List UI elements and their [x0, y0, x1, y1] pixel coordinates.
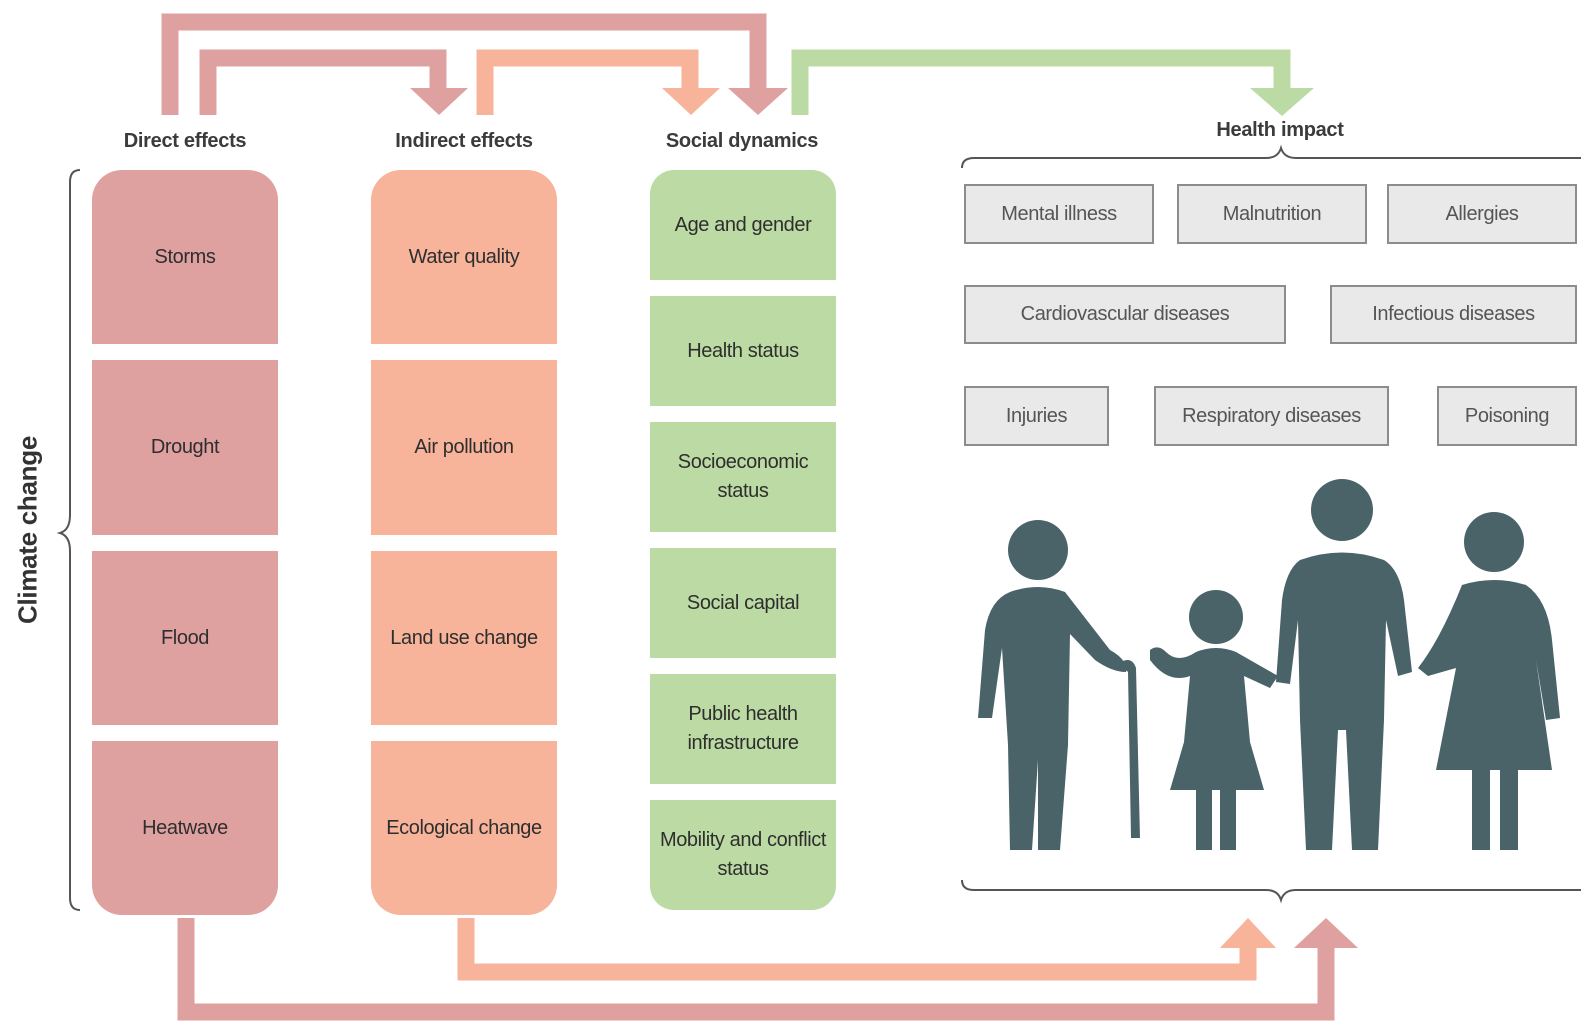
elderly-person-figure — [978, 520, 1127, 850]
social-dynamics-title: Social dynamics — [665, 130, 819, 152]
direct-effect-item: Storms — [92, 170, 278, 344]
arrow-direct-to-indirect — [199, 49, 447, 115]
climate-brace — [56, 169, 81, 911]
social-dynamic-item: Public health infrastructure — [650, 674, 836, 784]
child-figure — [1150, 590, 1278, 850]
health-impact-title: Health impact — [1216, 119, 1344, 141]
adult-woman-figure — [1418, 512, 1560, 850]
health-impact-box: Injuries — [964, 386, 1109, 446]
walking-cane-icon — [1121, 660, 1140, 838]
health-impact-box: Respiratory diseases — [1154, 386, 1389, 446]
indirect-effects-column: Water quality Air pollution Land use cha… — [371, 170, 557, 915]
indirect-effect-item: Water quality — [371, 170, 557, 344]
arrow-indirect-to-health — [457, 918, 1257, 981]
indirect-effects-title: Indirect effects — [395, 130, 533, 152]
health-impact-box: Mental illness — [964, 184, 1154, 244]
arrow-indirect-to-social — [476, 49, 699, 115]
arrowhead-social-to-health — [1250, 88, 1314, 116]
social-dynamic-item: Social capital — [650, 548, 836, 658]
direct-effects-title: Direct effects — [123, 130, 247, 152]
direct-effect-item: Drought — [92, 360, 278, 535]
indirect-effect-item: Air pollution — [371, 360, 557, 535]
arrow-direct-to-health — [177, 918, 1335, 1021]
arrowhead-direct-to-indirect — [410, 88, 468, 115]
arrowhead-direct-to-health — [1294, 918, 1358, 948]
health-impact-box: Allergies — [1387, 184, 1577, 244]
health-impact-box: Infectious diseases — [1330, 285, 1577, 344]
health-bottom-brace — [961, 879, 1581, 904]
health-impact-box: Cardiovascular diseases — [964, 285, 1286, 344]
arrowhead-indirect-to-health — [1220, 918, 1276, 948]
family-people-icon — [978, 479, 1560, 850]
arrowhead-direct-to-social — [728, 88, 788, 115]
health-impact-box: Malnutrition — [1177, 184, 1367, 244]
arrow-direct-to-social — [161, 13, 767, 115]
health-top-brace — [961, 144, 1581, 169]
social-dynamic-item: Mobility and conflict status — [650, 800, 836, 910]
arrow-social-to-health — [791, 49, 1291, 115]
adult-man-figure — [1276, 479, 1412, 850]
health-impact-box: Poisoning — [1437, 386, 1577, 446]
arrowhead-indirect-to-social — [662, 88, 720, 115]
social-dynamics-column: Age and gender Health status Socioeconom… — [650, 170, 836, 910]
social-dynamic-item: Health status — [650, 296, 836, 406]
direct-effect-item: Flood — [92, 551, 278, 725]
indirect-effect-item: Ecological change — [371, 741, 557, 915]
social-dynamic-item: Age and gender — [650, 170, 836, 280]
direct-effects-column: Storms Drought Flood Heatwave — [92, 170, 278, 915]
indirect-effect-item: Land use change — [371, 551, 557, 725]
direct-effect-item: Heatwave — [92, 741, 278, 915]
climate-change-label: Climate change — [12, 436, 43, 624]
social-dynamic-item: Socioeconomic status — [650, 422, 836, 532]
